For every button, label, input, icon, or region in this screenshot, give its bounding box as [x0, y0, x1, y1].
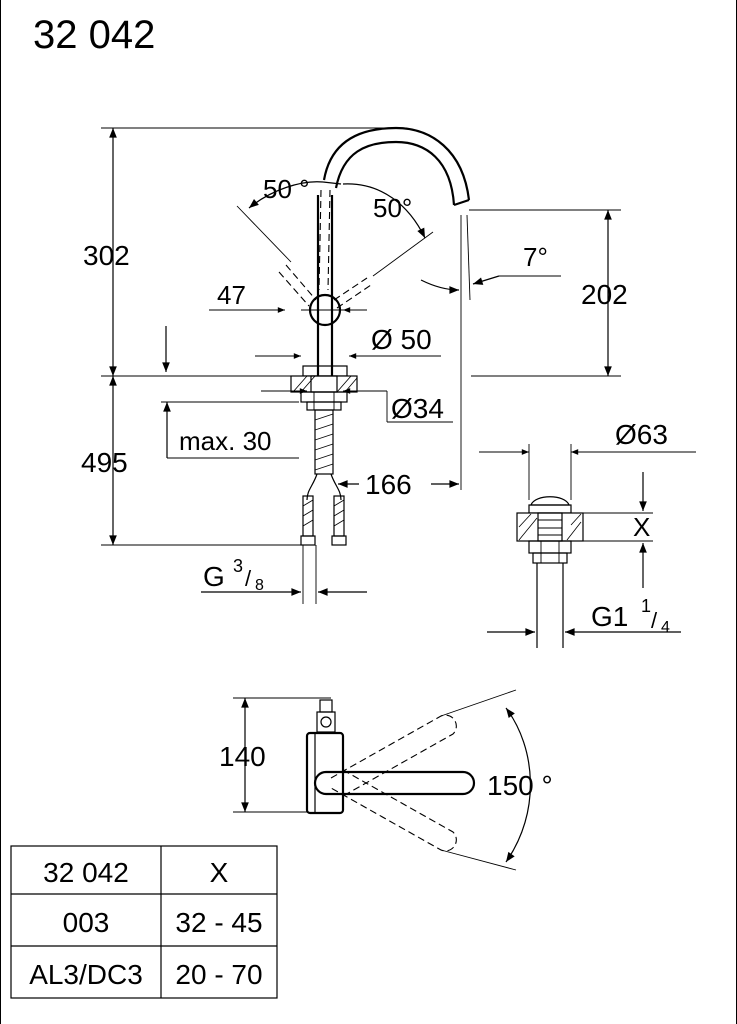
faucet-body — [278, 126, 471, 546]
dim-166: 166 — [365, 469, 412, 500]
g-sub: 8 — [255, 577, 264, 594]
table-header-x: X — [210, 857, 229, 888]
g1-sup: 1 — [641, 596, 651, 616]
table-cell-r1c1: 003 — [63, 907, 110, 938]
dia-34-group: Ø34 — [261, 388, 453, 424]
lever-angle-dimensions: 50 ° 50° — [236, 174, 434, 277]
dia-63: Ø63 — [615, 419, 668, 450]
drain-valve: Ø63 X G1 1 / 4 — [479, 419, 696, 648]
dim-166-group: 166 — [338, 469, 459, 500]
angle-swivel: 150 ° — [487, 770, 553, 801]
dim-140: 140 — [219, 741, 266, 772]
g1-sub: 4 — [661, 619, 670, 636]
table-header-model: 32 042 — [43, 857, 129, 888]
spec-table: 32 042 X 003 32 - 45 AL3/DC3 20 - 70 — [10, 845, 278, 999]
g-3-8-group: G 3 / 8 — [201, 545, 367, 604]
g1-base: G1 — [591, 601, 628, 632]
angle-spout-label: 7° — [523, 242, 548, 272]
table-cell-r1c2: 32 - 45 — [175, 907, 262, 938]
dim-495: 495 — [81, 447, 128, 478]
g-slash: / — [245, 566, 252, 591]
top-view: 140 150 ° — [219, 689, 553, 871]
dim-302: 302 — [83, 240, 130, 271]
dim-202: 202 — [581, 279, 628, 310]
overall-height-dimensions: 302 495 — [81, 127, 621, 546]
dia-50: Ø 50 — [371, 324, 432, 355]
angle-left-label: 50 ° — [263, 174, 310, 204]
g1-slash: / — [651, 608, 658, 633]
angle-right-label: 50° — [373, 193, 412, 223]
max-30: max. 30 — [179, 426, 272, 456]
table-cell-r2c1: AL3/DC3 — [29, 959, 143, 990]
table-cell-r2c2: 20 - 70 — [175, 959, 262, 990]
g-sup: 3 — [233, 556, 243, 576]
dim-47-group: 47 — [209, 280, 367, 313]
spout-angle-dimension: 7° — [420, 214, 561, 490]
dia-50-group: Ø 50 — [255, 324, 441, 359]
g-base: G — [203, 561, 225, 592]
x-label: X — [633, 512, 650, 542]
dia-34: Ø34 — [391, 393, 444, 424]
dim-47: 47 — [217, 280, 246, 310]
drawing-title: 32 042 — [33, 13, 155, 57]
max-30-group: max. 30 — [161, 401, 299, 459]
spout-height-dimension: 202 — [469, 209, 628, 376]
